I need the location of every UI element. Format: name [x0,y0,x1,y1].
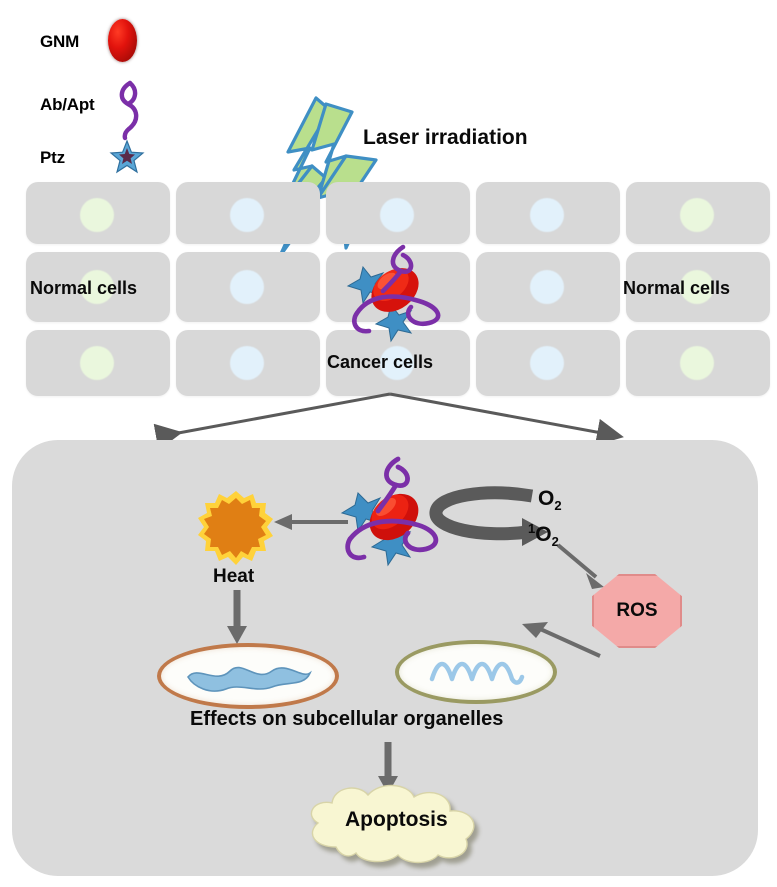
cell-block [176,330,320,396]
normal-cells-label-left: Normal cells [30,278,138,298]
singlet-oxygen-superscript: 1 [528,521,536,536]
mitochondrion-icon [157,643,339,709]
ros-badge: ROS [592,574,682,648]
cell-nucleus [230,270,264,304]
cell-nucleus [680,346,714,380]
oxygen-label: O2 [538,487,562,513]
legend-item-ptz: Ptz [40,148,65,168]
laser-irradiation-label: Laser irradiation [363,126,528,149]
cell-block [326,182,470,244]
nucleus-organelle-icon [395,640,557,704]
oxygen-symbol: O [538,487,555,510]
normal-cells-label-right: Normal cells [623,278,731,298]
legend-label-abapt: Ab/Apt [40,95,95,114]
legend-item-abapt: Ab/Apt [40,95,95,115]
cell-block [176,182,320,244]
heat-arrow [272,512,348,532]
cell-nucleus [80,346,114,380]
cell-block [176,252,320,322]
cell-block [26,252,170,322]
ros-to-organelle-arrow [516,622,602,660]
heat-label: Heat [213,566,255,587]
cell-block [476,252,620,322]
branch-connector-arrow [140,390,640,451]
effects-label: Effects on subcellular organelles [190,708,504,730]
apoptosis-cloud [296,783,490,865]
cell-nucleus [230,346,264,380]
oxygen-conversion-arrow [424,486,556,556]
ros-label: ROS [616,600,658,621]
cell-block [626,182,770,244]
heat-to-organelle-arrow [224,590,250,646]
cancer-cells-label: Cancer cells [327,352,434,372]
red-nanoparticle-icon [108,19,137,62]
oxygen-subscript: 2 [554,498,562,514]
antibody-ribbon-icon [112,80,148,141]
legend-item-gnm: GNM [40,32,79,52]
cell-block [26,330,170,396]
cell-nucleus [80,270,114,304]
cell-nucleus [380,346,414,380]
cell-nucleus [680,270,714,304]
cell-nucleus [530,346,564,380]
targeted-nanoparticle-lower [332,455,462,575]
legend-label-ptz: Ptz [40,148,65,167]
cell-nucleus [230,198,264,232]
singlet-oxygen-subscript: 2 [551,534,559,550]
singlet-oxygen-label: 1O2 [528,521,559,549]
cell-block [326,330,470,396]
blue-star-icon [109,139,145,174]
legend-label-gnm: GNM [40,32,80,51]
ros-generation-arrow [556,543,616,595]
cell-block [626,252,770,322]
cell-nucleus [380,198,414,232]
singlet-oxygen-symbol: O [535,523,552,546]
heat-icon [196,489,276,567]
cell-nucleus [680,198,714,232]
cell-block [476,330,620,396]
cell-block [626,330,770,396]
apoptosis-label: Apoptosis [345,808,448,831]
targeted-nanoparticle-upper [333,243,463,353]
cell-nucleus [80,198,114,232]
cell-nucleus [530,198,564,232]
cell-block [26,182,170,244]
cell-block [476,182,620,244]
cell-nucleus [530,270,564,304]
